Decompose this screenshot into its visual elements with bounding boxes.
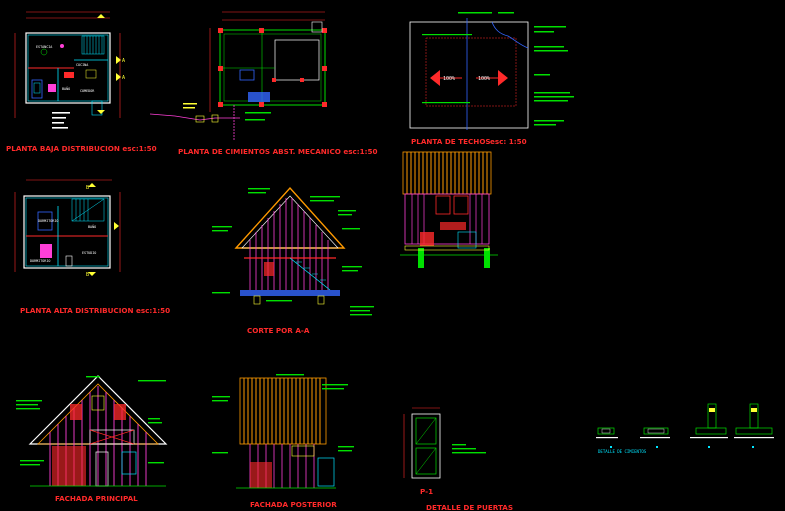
title-planta-techos-scale: esc: 1:50 bbox=[490, 137, 527, 146]
door-code: P-1 bbox=[420, 487, 433, 496]
upper-floor-plan: B B DORMITORIO BAÑO ESTUDIO DORMITORIO P… bbox=[14, 179, 170, 315]
marker-a2: A bbox=[122, 75, 125, 81]
foundation-details: DETALLE DE CIMIENTOS bbox=[596, 403, 774, 454]
roof-slope-left: 100% bbox=[443, 76, 455, 82]
side-elevation bbox=[400, 151, 498, 268]
ground-floor-plan: A A ESTANCIA COCINA BAÑO COMEDOR PLANTA … bbox=[6, 11, 157, 153]
room-dormitorio2: DORMITORIO bbox=[30, 259, 50, 263]
foundation-plan: PLANTA DE CIMIENTOS ABST. MECANICO esc:1… bbox=[149, 11, 378, 156]
section-a-a: CORTE POR A-A bbox=[212, 186, 374, 335]
room-bano: BAÑO bbox=[62, 86, 70, 91]
title-fachada-principal: FACHADA PRINCIPAL bbox=[55, 494, 138, 503]
door-detail: P-1 DETALLE DE PUERTAS bbox=[403, 407, 513, 511]
title-planta-alta: PLANTA ALTA DISTRIBUCION esc:1:50 bbox=[20, 306, 170, 315]
roof-plan: 100% 100% PLANTA DE TECHOS esc: 1:50 bbox=[409, 12, 574, 146]
title-detalle-puertas: DETALLE DE PUERTAS bbox=[426, 503, 513, 511]
room-dormitorio: DORMITORIO bbox=[38, 219, 58, 223]
marker-b2: B bbox=[86, 272, 89, 278]
rear-facade: FACHADA POSTERIOR bbox=[212, 374, 354, 509]
marker-b: B bbox=[86, 185, 89, 191]
room-bano2: BAÑO bbox=[88, 224, 96, 229]
title-planta-baja: PLANTA BAJA DISTRIBUCION esc:1:50 bbox=[6, 144, 157, 153]
marker-a: A bbox=[122, 58, 125, 64]
room-comedor: COMEDOR bbox=[80, 89, 95, 93]
title-detalle-cimientos: DETALLE DE CIMIENTOS bbox=[598, 449, 647, 454]
roof-slope-right: 100% bbox=[478, 76, 490, 82]
title-corte: CORTE POR A-A bbox=[247, 326, 310, 335]
room-estudio: ESTUDIO bbox=[82, 251, 96, 255]
front-facade: FACHADA PRINCIPAL bbox=[16, 375, 168, 503]
room-estancia: ESTANCIA bbox=[36, 45, 52, 49]
title-planta-cimientos: PLANTA DE CIMIENTOS ABST. MECANICO esc:1… bbox=[178, 147, 378, 156]
title-planta-techos: PLANTA DE TECHOS bbox=[411, 137, 491, 146]
room-cocina: COCINA bbox=[76, 63, 88, 67]
title-fachada-posterior: FACHADA POSTERIOR bbox=[250, 500, 337, 509]
